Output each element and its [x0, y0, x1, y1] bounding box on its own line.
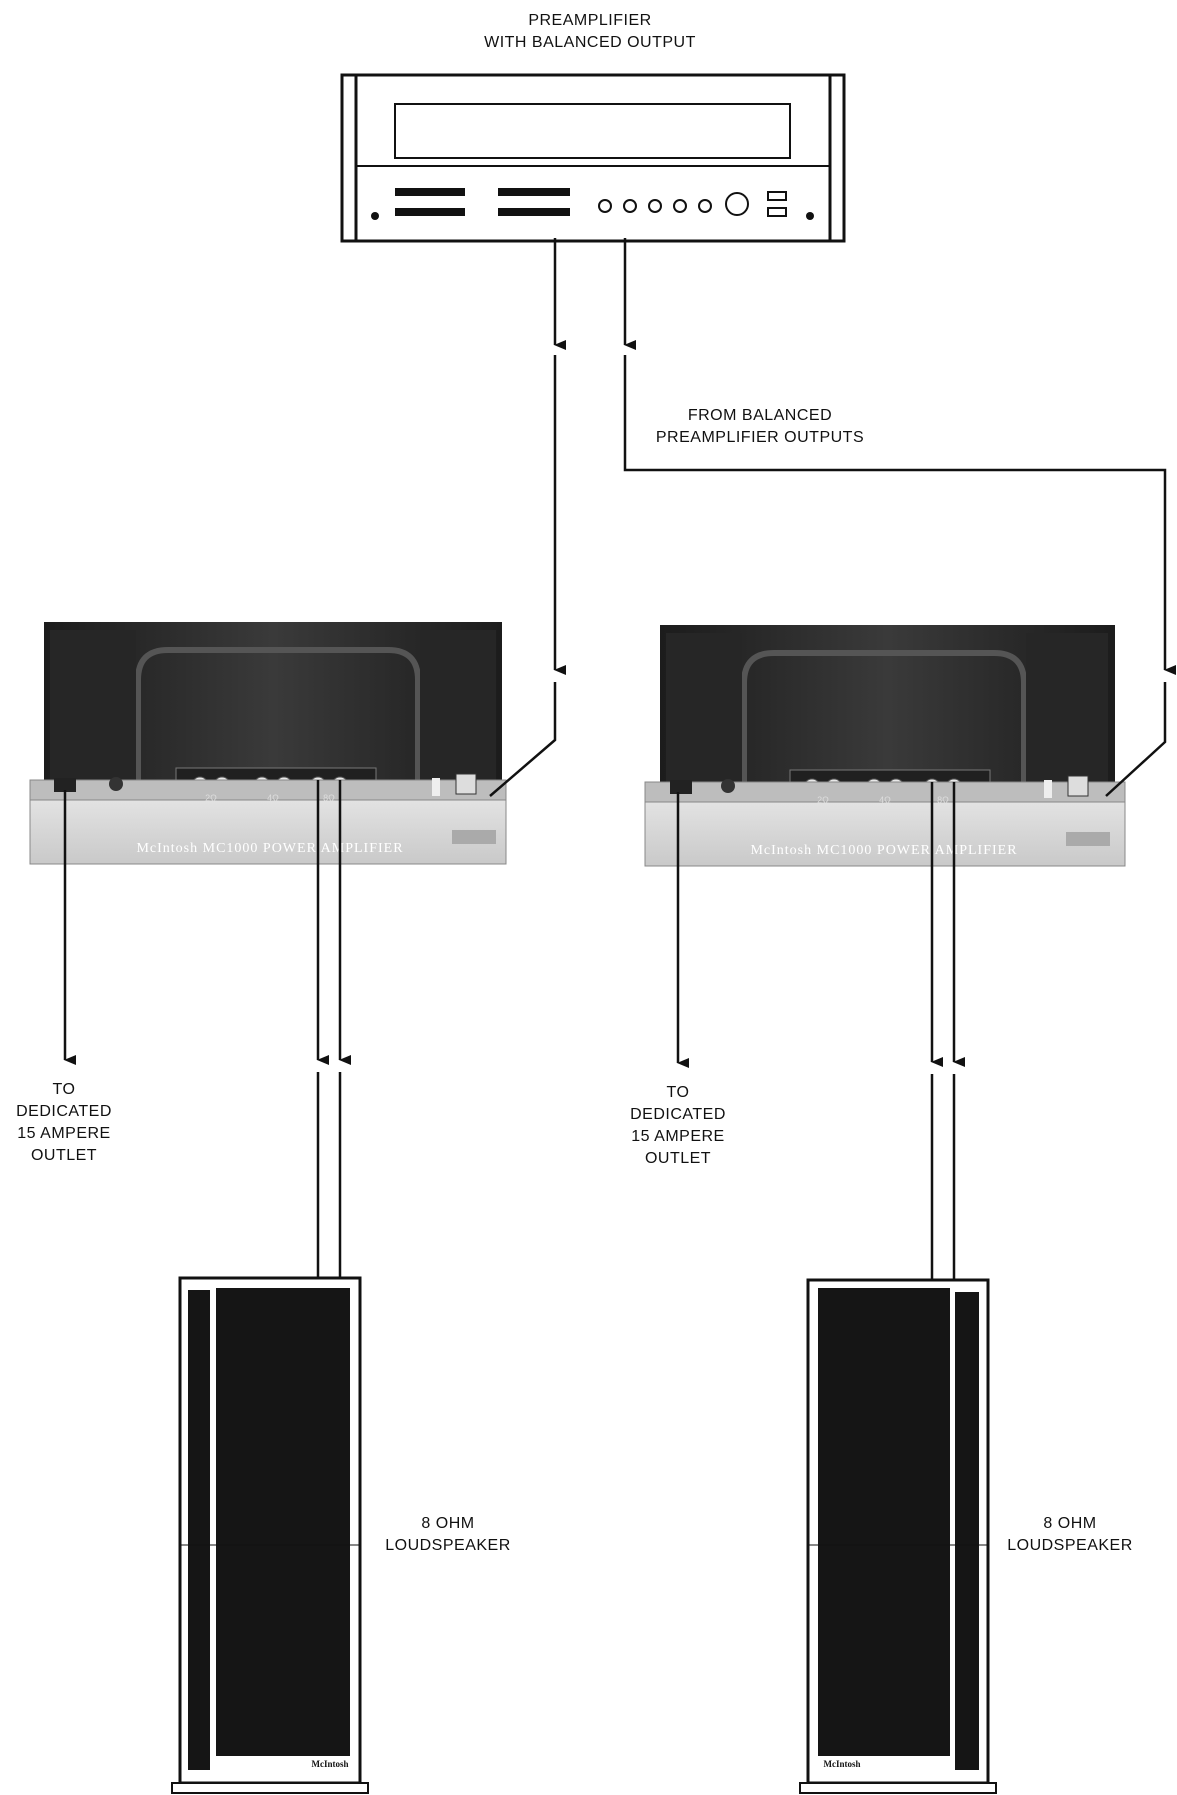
- speaker1-badge: McIntosh: [311, 1759, 348, 1769]
- speaker2-label-line1: 8 OHM: [1043, 1515, 1097, 1532]
- speaker1-label-line1: 8 OHM: [421, 1515, 475, 1532]
- signal-cable-amp2-route: [623, 355, 1176, 675]
- preamp-power-led: [371, 212, 379, 220]
- signal-cable-amp2-jack: [1105, 682, 1167, 797]
- preamplifier: [340, 73, 846, 243]
- amp1-nameplate: McIntosh MC1000 POWER AMPLIFIER: [136, 841, 403, 856]
- amp2-tap-8: 8Ω: [937, 795, 949, 805]
- preamp-buttons: [395, 188, 570, 216]
- amp1-outlet-line3: 15 AMPERE: [17, 1125, 111, 1142]
- loudspeaker-1: [171, 1276, 369, 1794]
- amp1-outlet-line2: DEDICATED: [16, 1103, 112, 1120]
- power-amplifier-2: [644, 625, 1126, 867]
- amp2-nameplate: McIntosh MC1000 POWER AMPLIFIER: [750, 843, 1017, 858]
- amp2-tap-2: 2Ω: [817, 795, 829, 805]
- amp2-tap-4: 4Ω: [879, 795, 891, 805]
- amp2-outlet-line4: OUTLET: [644, 1150, 712, 1167]
- speaker1-label: 8 OHM LOUDSPEAKER: [378, 1513, 518, 1557]
- amp2-tap-labels: 2Ω 4Ω 8Ω: [817, 795, 949, 805]
- speaker1-label-line2: LOUDSPEAKER: [385, 1537, 511, 1554]
- balanced-outputs-label: FROM BALANCED PREAMPLIFIER OUTPUTS: [630, 405, 890, 449]
- connection-lines: [63, 238, 1176, 1280]
- preamp-knobs: [598, 191, 787, 217]
- amp2-outlet-line1: TO: [666, 1084, 690, 1101]
- speaker2-label: 8 OHM LOUDSPEAKER: [1000, 1513, 1140, 1557]
- amp1-tap-8: 8Ω: [323, 793, 335, 803]
- amp1-outlet-line1: TO: [52, 1081, 76, 1098]
- power-amplifier-1: [29, 622, 507, 865]
- preamp-label-line2: WITH BALANCED OUTPUT: [484, 34, 696, 51]
- amp2-outlet-line3: 15 AMPERE: [631, 1128, 725, 1145]
- speaker2-label-line2: LOUDSPEAKER: [1007, 1537, 1133, 1554]
- amp2-outlet-label: TO DEDICATED 15 AMPERE OUTLET: [618, 1082, 738, 1170]
- preamp-label-line1: PREAMPLIFIER: [528, 12, 652, 29]
- amp1-tap-2: 2Ω: [205, 793, 217, 803]
- amp1-outlet-label: TO DEDICATED 15 AMPERE OUTLET: [4, 1079, 124, 1167]
- balanced-outputs-line2: PREAMPLIFIER OUTPUTS: [655, 429, 865, 446]
- preamp-label: PREAMPLIFIER WITH BALANCED OUTPUT: [440, 10, 740, 54]
- amp1-tap-4: 4Ω: [267, 793, 279, 803]
- amp2-outlet-line2: DEDICATED: [630, 1106, 726, 1123]
- speaker2-badge: McIntosh: [823, 1759, 860, 1769]
- signal-cable-amp1-jack: [489, 682, 557, 797]
- preamp-led: [806, 212, 814, 220]
- amp1-tap-labels: 2Ω 4Ω 8Ω: [205, 793, 335, 803]
- amp1-outlet-line4: OUTLET: [30, 1147, 98, 1164]
- balanced-outputs-line1: FROM BALANCED: [687, 407, 833, 424]
- loudspeaker-2: [799, 1278, 997, 1794]
